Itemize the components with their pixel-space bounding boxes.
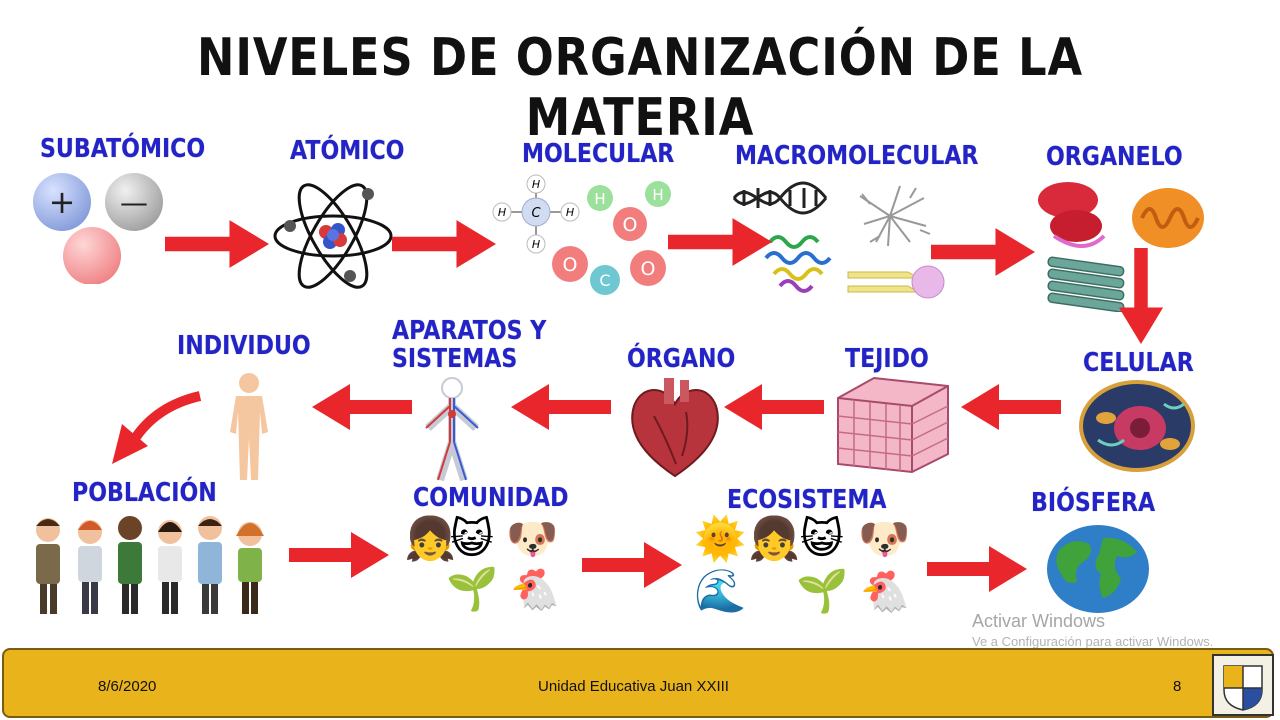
protein-icon: [764, 235, 832, 293]
subatomic-particles: + —: [33, 173, 163, 284]
cat-emoji: 😺: [800, 514, 844, 563]
heart-icon: [631, 378, 719, 478]
atom-hydrogen: H: [532, 178, 540, 191]
arrow-tejido-organo: [724, 384, 824, 430]
girl-emoji: 👧: [404, 514, 457, 563]
sun-emoji: 🌞: [694, 514, 747, 563]
cat-emoji: 😺: [450, 514, 494, 563]
dna-icon: [732, 181, 828, 215]
plant-emoji: 🌱: [446, 564, 499, 613]
arrow-molecular-macromolecular: [668, 218, 772, 266]
circulatory-system-icon: [425, 377, 479, 482]
arrow-organelo-celular: [1118, 248, 1164, 344]
earth-icon: [1047, 525, 1149, 613]
label-aparatos-line1: APARATOS Y: [392, 316, 547, 346]
plant-emoji: 🌱: [796, 566, 849, 615]
tissue-icon: [837, 376, 949, 474]
footer-date: 8/6/2020: [98, 678, 157, 695]
page-title: NIVELES DE ORGANIZACIÓN DE LA MATERIA: [197, 28, 1083, 148]
arrow-organo-aparatos: [511, 384, 611, 430]
atom-carbon: C: [531, 206, 541, 221]
atom-carbon: C: [599, 271, 610, 290]
atom-oxygen: O: [563, 254, 578, 276]
label-organo: ÓRGANO: [627, 344, 736, 374]
human-body-icon: [230, 373, 268, 480]
dog-emoji: 🐶: [858, 514, 911, 563]
arrow-atomico-molecular: [392, 220, 496, 268]
atom-oxygen: O: [641, 258, 656, 280]
slide-footer: [2, 648, 1274, 718]
electron-icon: —: [105, 173, 163, 231]
proton-sign: +: [49, 183, 76, 221]
girl-emoji: 👧: [748, 514, 801, 563]
chicken-emoji: 🐔: [510, 567, 560, 613]
methane-molecule-icon: C H H H H: [492, 174, 580, 254]
label-celular: CELULAR: [1083, 348, 1194, 378]
label-aparatos-line2: SISTEMAS: [392, 344, 518, 374]
co2-molecule-icon: O C O: [552, 246, 666, 295]
people-icon: [36, 516, 264, 614]
atom-hydrogen: H: [566, 206, 574, 219]
arrow-poblacion-comunidad: [289, 532, 389, 578]
activation-watermark-title: Activar Windows: [972, 611, 1106, 631]
label-tejido: TEJIDO: [845, 344, 929, 374]
label-biosfera: BIÓSFERA: [1031, 488, 1156, 518]
water-molecule-icon: H H O: [587, 181, 671, 241]
atom-oxygen: O: [623, 214, 638, 236]
cytoskeleton-icon: [1047, 256, 1125, 312]
cell-icon: [1079, 380, 1195, 472]
arrow-celular-tejido: [961, 384, 1061, 430]
arrow-comunidad-ecosistema: [582, 542, 682, 588]
arrow-subatomico-atomico: [165, 220, 269, 268]
person-6: [236, 522, 264, 614]
atom-hydrogen: H: [532, 238, 540, 251]
label-ecosistema: ECOSISTEMA: [727, 485, 887, 515]
footer-school: Unidad Educativa Juan XXIII: [538, 678, 729, 695]
dog-emoji: 🐶: [506, 514, 559, 563]
atom-hydrogen: H: [498, 206, 506, 219]
electron-sign: —: [120, 186, 148, 219]
label-subatomico: SUBATÓMICO: [40, 134, 206, 164]
molecules: C H H H H H H O O C O: [492, 174, 671, 295]
mitochondria-icon: [1132, 188, 1204, 248]
school-logo: [1212, 654, 1274, 716]
label-comunidad: COMUNIDAD: [413, 483, 569, 513]
label-individuo: INDIVIDUO: [177, 331, 311, 361]
footer-page-number: 8: [1173, 678, 1182, 695]
person-3: [118, 516, 142, 614]
proton-icon: +: [33, 173, 91, 231]
lipid-icon: [847, 265, 945, 299]
label-macromolecular: MACROMOLECULAR: [735, 141, 979, 171]
ribosome-organelle-icon: [1038, 182, 1106, 248]
person-4: [158, 520, 182, 614]
arrow-aparatos-individuo: [312, 384, 412, 430]
label-molecular: MOLECULAR: [522, 139, 675, 169]
wave-emoji: 🌊: [694, 566, 747, 615]
arrow-macromolecular-organelo: [931, 228, 1035, 276]
ribosome-icon: [859, 185, 931, 247]
activation-watermark-subtitle: Ve a Configuración para activar Windows.: [972, 634, 1214, 649]
atom-hydrogen: H: [652, 186, 663, 204]
organelles: [1038, 182, 1204, 312]
person-1: [36, 518, 60, 614]
arrow-ecosistema-biosfera: [927, 546, 1027, 592]
chicken-emoji: 🐔: [860, 569, 910, 615]
label-atomico: ATÓMICO: [290, 136, 405, 166]
label-organelo: ORGANELO: [1046, 142, 1183, 172]
neutron-icon: [63, 227, 121, 284]
person-5: [198, 516, 222, 614]
label-poblacion: POBLACIÓN: [72, 478, 217, 508]
atom-hydrogen: H: [594, 190, 605, 208]
person-2: [78, 520, 102, 614]
arrow-individuo-poblacion: [112, 391, 202, 464]
atom-icon: [273, 183, 393, 289]
school-crest-icon: [1223, 665, 1263, 711]
macromolecules: [732, 181, 945, 299]
